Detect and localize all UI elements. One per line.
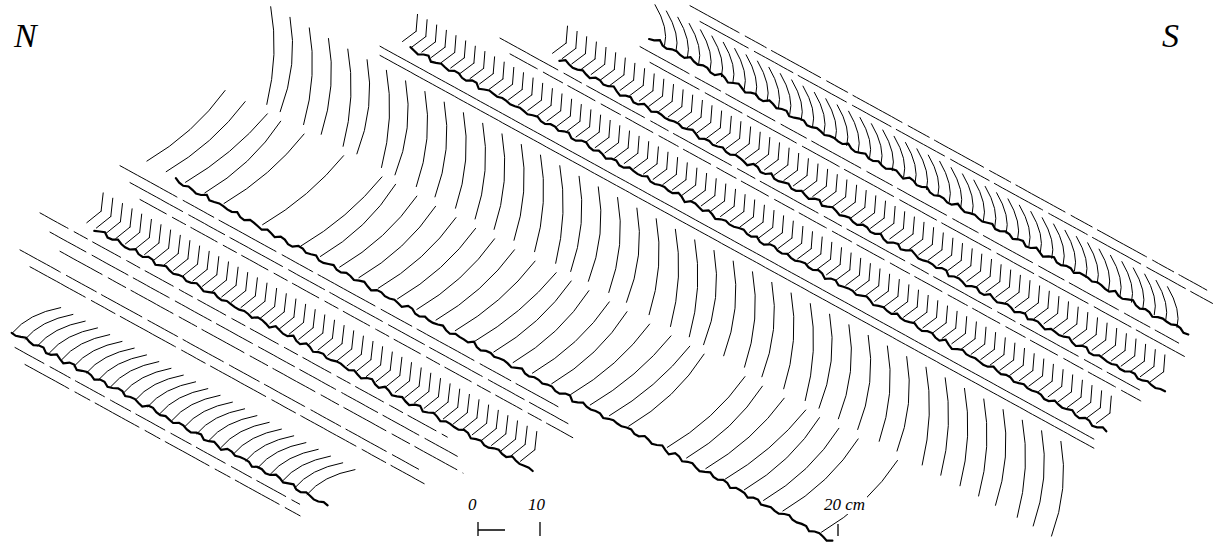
vein-wall <box>176 178 833 541</box>
curved-fibres <box>13 308 355 495</box>
lamination-line <box>30 267 424 484</box>
scale-ticks <box>478 522 838 536</box>
lamination-line <box>25 365 305 519</box>
lamination-line <box>40 213 447 437</box>
lamination-line <box>510 54 1145 403</box>
lamination-line <box>500 38 1140 390</box>
scale-label: 10 <box>526 496 547 514</box>
chevron-fibres <box>87 193 537 461</box>
lamination-line <box>120 166 558 407</box>
chevron-fibres <box>553 26 1165 382</box>
lamination-line <box>640 47 1179 344</box>
lamination-line <box>380 46 1094 439</box>
lamination-line <box>140 200 574 439</box>
curved-fibres <box>147 7 1064 536</box>
compass-label: S <box>1160 18 1181 54</box>
lamination-line <box>20 250 419 469</box>
lamination-line <box>60 251 463 473</box>
vein-wall <box>94 231 532 471</box>
scale-label: 0 <box>466 496 479 514</box>
vein-wall <box>12 333 328 506</box>
scale-label: 20 cm <box>822 496 867 514</box>
lamination-line <box>700 22 1213 304</box>
lamination-line <box>380 55 1094 448</box>
lamination-line <box>690 6 1207 290</box>
compass-label: N <box>12 18 39 54</box>
chevron-fibres <box>403 14 1112 423</box>
scale-bar <box>478 522 838 536</box>
curved-fibres <box>655 5 1178 328</box>
lamination-line <box>130 183 568 424</box>
lamination-line <box>15 348 300 505</box>
vein-wall <box>559 60 1165 391</box>
